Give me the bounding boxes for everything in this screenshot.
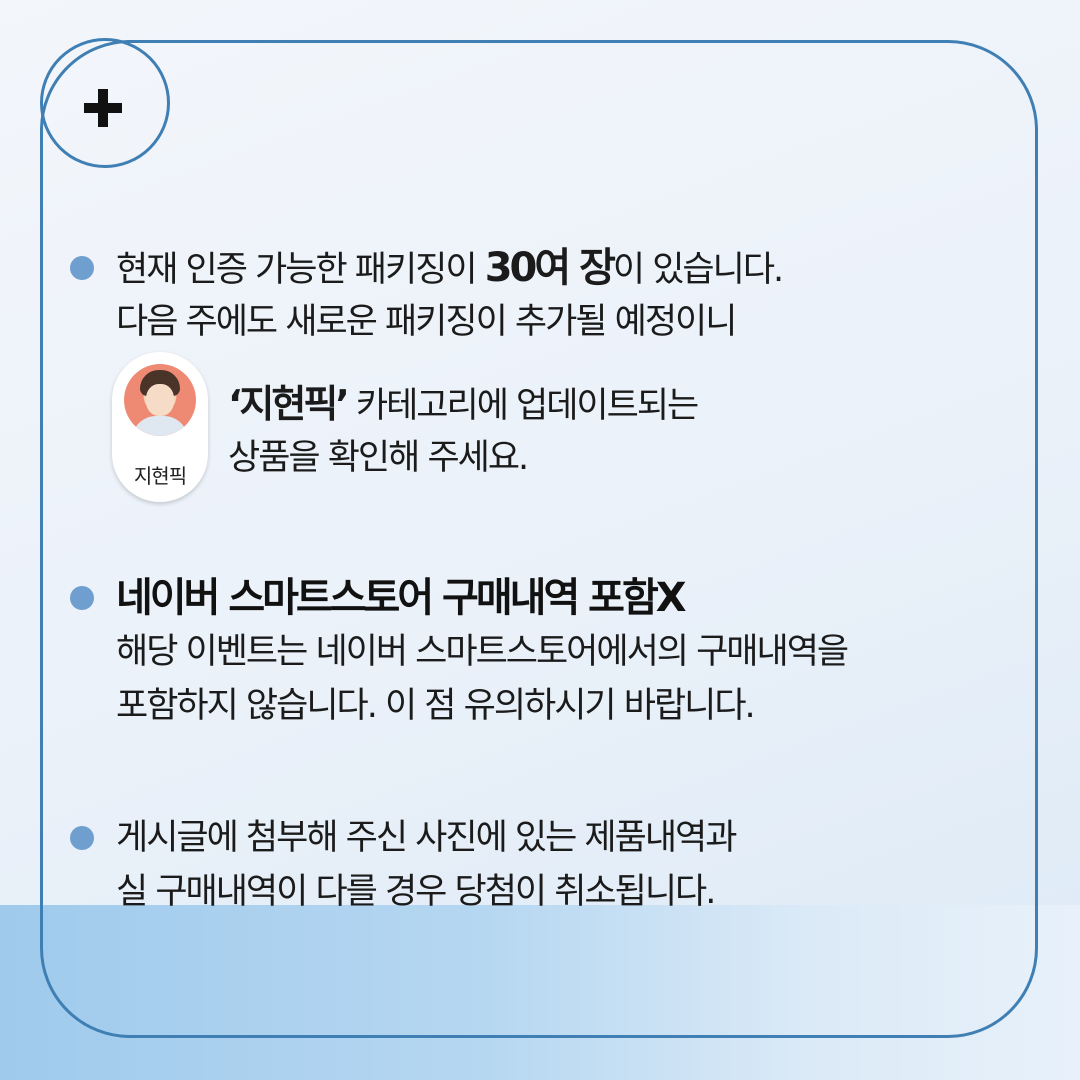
section1-line1: 현재 인증 가능한 패키징이 30여 장이 있습니다. xyxy=(116,245,784,291)
badge-label: 지현픽 xyxy=(133,464,187,488)
section2-heading: 네이버 스마트스토어 구매내역 포함X xyxy=(116,575,687,621)
rounded-frame xyxy=(40,40,1038,1038)
section1-line4: 상품을 확인해 주세요. xyxy=(228,438,529,478)
avatar xyxy=(124,364,196,436)
section3-line2: 실 구매내역이 다를 경우 당첨이 취소됩니다. xyxy=(116,872,716,912)
corner-circle xyxy=(40,38,170,168)
section1-line2: 다음 주에도 새로운 패키징이 추가될 예정이니 xyxy=(116,302,737,342)
bullet-dot-2 xyxy=(70,586,94,610)
section3-line1: 게시글에 첨부해 주신 사진에 있는 제품내역과 xyxy=(116,818,737,858)
section1-line3: ‘지현픽’ 카테고리에 업데이트되는 xyxy=(228,382,699,426)
section2-line2: 포함하지 않습니다. 이 점 유의하시기 바랍니다. xyxy=(116,686,756,726)
bottom-accent-band xyxy=(0,905,1080,1080)
bullet-dot-1 xyxy=(70,256,94,280)
bullet-dot-3 xyxy=(70,826,94,850)
plus-icon xyxy=(84,89,122,127)
jihyun-pick-badge: 지현픽 xyxy=(112,352,208,502)
section2-line1: 해당 이벤트는 네이버 스마트스토어에서의 구매내역을 xyxy=(116,632,849,672)
